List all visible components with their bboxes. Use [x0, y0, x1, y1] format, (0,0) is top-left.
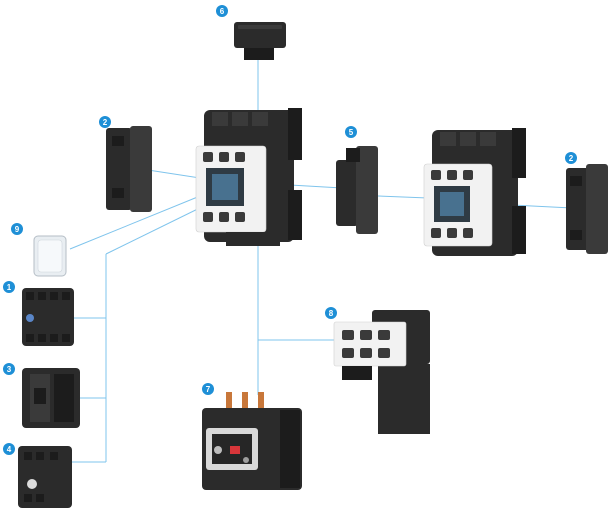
thermal-overload-relay[interactable] [202, 392, 302, 490]
ac-contactor-main[interactable] [195, 108, 302, 246]
surge-suppressor[interactable] [234, 22, 286, 60]
svg-text:2: 2 [103, 118, 108, 127]
svg-text:2: 2 [569, 154, 574, 163]
svg-text:4: 4 [7, 445, 12, 454]
ac-contactor-secondary[interactable] [423, 128, 526, 256]
svg-text:3: 3 [7, 365, 12, 374]
badge-1: 1 [3, 281, 15, 293]
connector-5-right [377, 195, 429, 199]
connector-5-left [289, 184, 343, 189]
overload-relay-mounting-adapter[interactable] [333, 310, 430, 434]
svg-text:6: 6 [220, 7, 225, 16]
timer-delay-block[interactable] [18, 446, 72, 508]
side-auxiliary-contact-block-left[interactable] [106, 126, 152, 212]
badge-8: 8 [325, 307, 337, 319]
badge-6: 6 [216, 5, 228, 17]
badge-7: 7 [202, 383, 214, 395]
badge-3: 3 [3, 363, 15, 375]
connector-9 [69, 195, 201, 250]
mechanical-interlock[interactable] [336, 146, 378, 234]
badge-4: 4 [3, 443, 15, 455]
side-auxiliary-contact-block-right[interactable] [566, 164, 608, 254]
svg-text:8: 8 [329, 309, 334, 318]
svg-text:1: 1 [7, 283, 12, 292]
badge-9: 9 [11, 223, 23, 235]
badge-2-left: 2 [99, 116, 111, 128]
badge-5: 5 [345, 126, 357, 138]
connector-2-left [147, 169, 201, 179]
svg-text:7: 7 [206, 385, 211, 394]
connector-lines [69, 58, 573, 463]
svg-text:5: 5 [349, 128, 354, 137]
connector-2-right [511, 204, 573, 209]
part-badges: 6 2 5 2 9 1 8 3 [3, 5, 577, 455]
svg-text:9: 9 [15, 225, 20, 234]
front-auxiliary-contact-block-2pole[interactable] [22, 368, 80, 428]
badge-2-right: 2 [565, 152, 577, 164]
front-auxiliary-contact-block-4pole[interactable] [22, 288, 74, 346]
transparent-cover[interactable] [33, 235, 67, 277]
